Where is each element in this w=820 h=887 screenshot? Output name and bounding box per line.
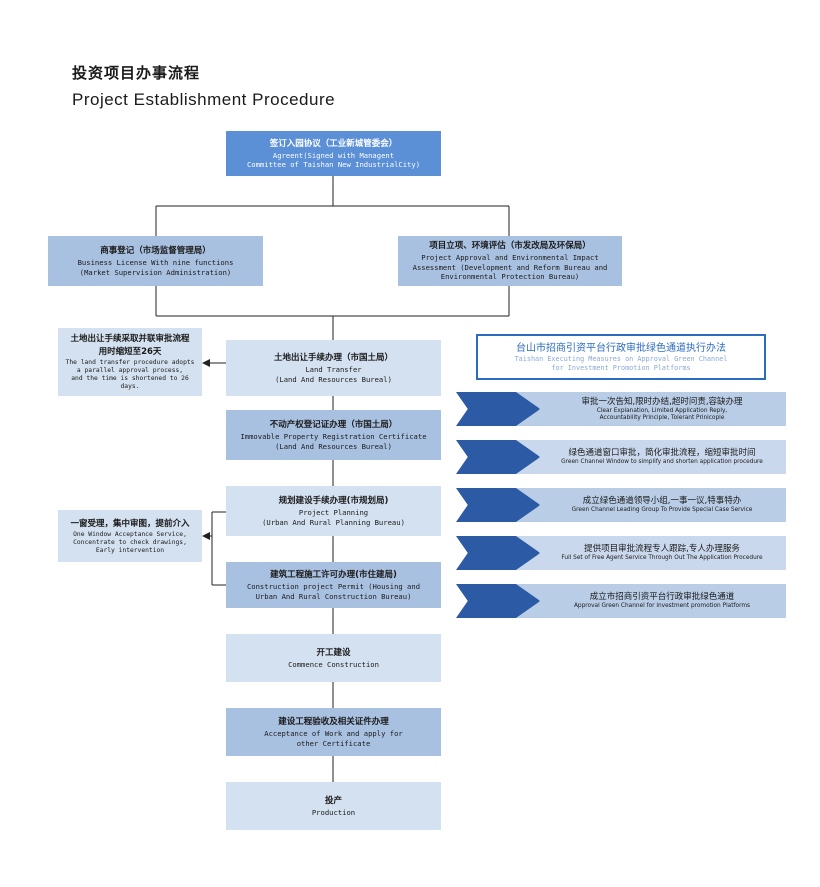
step-acceptance-cn: 建设工程验收及相关证件办理: [278, 717, 389, 727]
step-planning-en: Project Planning (Urban And Rural Planni…: [262, 508, 405, 527]
step-approval-cn: 项目立项、环境评估（市发改局及环保局）: [429, 241, 591, 252]
step-production: 投产 Production: [226, 782, 441, 830]
step-land-cn: 土地出让手续办理（市国土局）: [273, 353, 393, 363]
page-subtitle: Project Establishment Procedure: [72, 90, 336, 109]
note-land-transfer: 土地出让手续采取并联审批流程 用时缩短至26天 The land transfe…: [58, 328, 202, 396]
step-acceptance: 建设工程验收及相关证件办理 Acceptance of Work and app…: [226, 708, 441, 756]
step-agreement: 签订入园协议（工业新城管委会） Agreent(Signed with Mana…: [226, 131, 441, 176]
step-production-cn: 投产: [324, 795, 342, 806]
step-project-planning: 规划建设手续办理(市规划局) Project Planning (Urban A…: [226, 486, 441, 536]
measures-title-box: 台山市招商引资平台行政审批绿色通道执行办法 Taishan Executing …: [476, 334, 766, 380]
step-agreement-en: Agreent(Signed with Managent Committee o…: [246, 150, 421, 170]
note-land-en: The land transfer procedure adopts a par…: [65, 359, 195, 390]
step-permit-en: Construction project Permit (Housing and…: [246, 582, 421, 601]
measures-title-en: Taishan Executing Measures on Approval G…: [514, 355, 728, 372]
note-window-cn: 一窗受理，集中审图，提前介入: [70, 518, 190, 529]
measures-title-cn: 台山市招商引资平台行政审批绿色通道执行办法: [516, 343, 726, 354]
step-commence-construction: 开工建设 Commence Construction: [226, 634, 441, 682]
measure-item-en: Clear Explanation, Limited Application R…: [596, 407, 728, 422]
step-commence-en: Commence Construction: [288, 659, 379, 669]
measure-item-cn: 成立绿色通道领导小组,一事一议,特事特办: [582, 496, 742, 507]
measure-item-cn: 审批一次告知,限时办结,超时问责,容缺办理: [581, 396, 743, 407]
step-business-cn: 商事登记（市场监督管理局）: [100, 246, 211, 256]
measure-item-en: Green Channel Window to simplify and sho…: [561, 459, 763, 466]
measure-item-cn: 成立市招商引资平台行政审批绿色通道: [589, 592, 735, 603]
measure-item-cn: 提供项目审批流程专人跟踪,专人办理服务: [584, 544, 740, 555]
step-business-license: 商事登记（市场监督管理局） Business License With nine…: [48, 236, 263, 286]
note-land-cn: 土地出让手续采取并联审批流程 用时缩短至26天: [70, 334, 190, 357]
note-window-en: One Window Acceptance Service, Concentra…: [73, 530, 187, 554]
step-commence-cn: 开工建设: [316, 647, 351, 658]
measure-item-en: Full Set of Free Agent Service Through O…: [561, 555, 763, 562]
step-acceptance-en: Acceptance of Work and apply for other C…: [264, 729, 403, 748]
step-agreement-cn: 签订入园协议（工业新城管委会）: [269, 138, 398, 149]
step-property-cn: 不动产权登记证办理（市国土局）: [269, 420, 398, 430]
measure-item-en: Approval Green Channel for investment pr…: [573, 603, 751, 610]
measure-item-cn: 绿色通道窗口审批，简化审批流程，缩短审批时间: [568, 448, 756, 459]
page-title: 投资项目办事流程: [72, 64, 201, 82]
step-business-en: Business License With nine functions (Ma…: [77, 258, 234, 277]
step-permit-cn: 建筑工程施工许可办理(市住建局): [270, 570, 397, 580]
step-production-en: Production: [311, 807, 356, 817]
step-property-en: Immovable Property Registration Certific…: [240, 432, 427, 451]
step-project-approval: 项目立项、环境评估（市发改局及环保局） Project Approval and…: [398, 236, 622, 286]
step-construction-permit: 建筑工程施工许可办理(市住建局) Construction project Pe…: [226, 562, 441, 608]
step-property-registration: 不动产权登记证办理（市国土局） Immovable Property Regis…: [226, 410, 441, 460]
step-planning-cn: 规划建设手续办理(市规划局): [278, 496, 389, 506]
note-one-window: 一窗受理，集中审图，提前介入 One Window Acceptance Ser…: [58, 510, 202, 562]
step-approval-en: Project Approval and Environmental Impac…: [412, 253, 608, 282]
step-land-transfer: 土地出让手续办理（市国土局） Land Transfer (Land And R…: [226, 340, 441, 396]
step-land-en: Land Transfer (Land And Resources Bureal…: [275, 365, 392, 384]
measure-item-en: Green Channel Leading Group To Provide S…: [571, 507, 753, 514]
